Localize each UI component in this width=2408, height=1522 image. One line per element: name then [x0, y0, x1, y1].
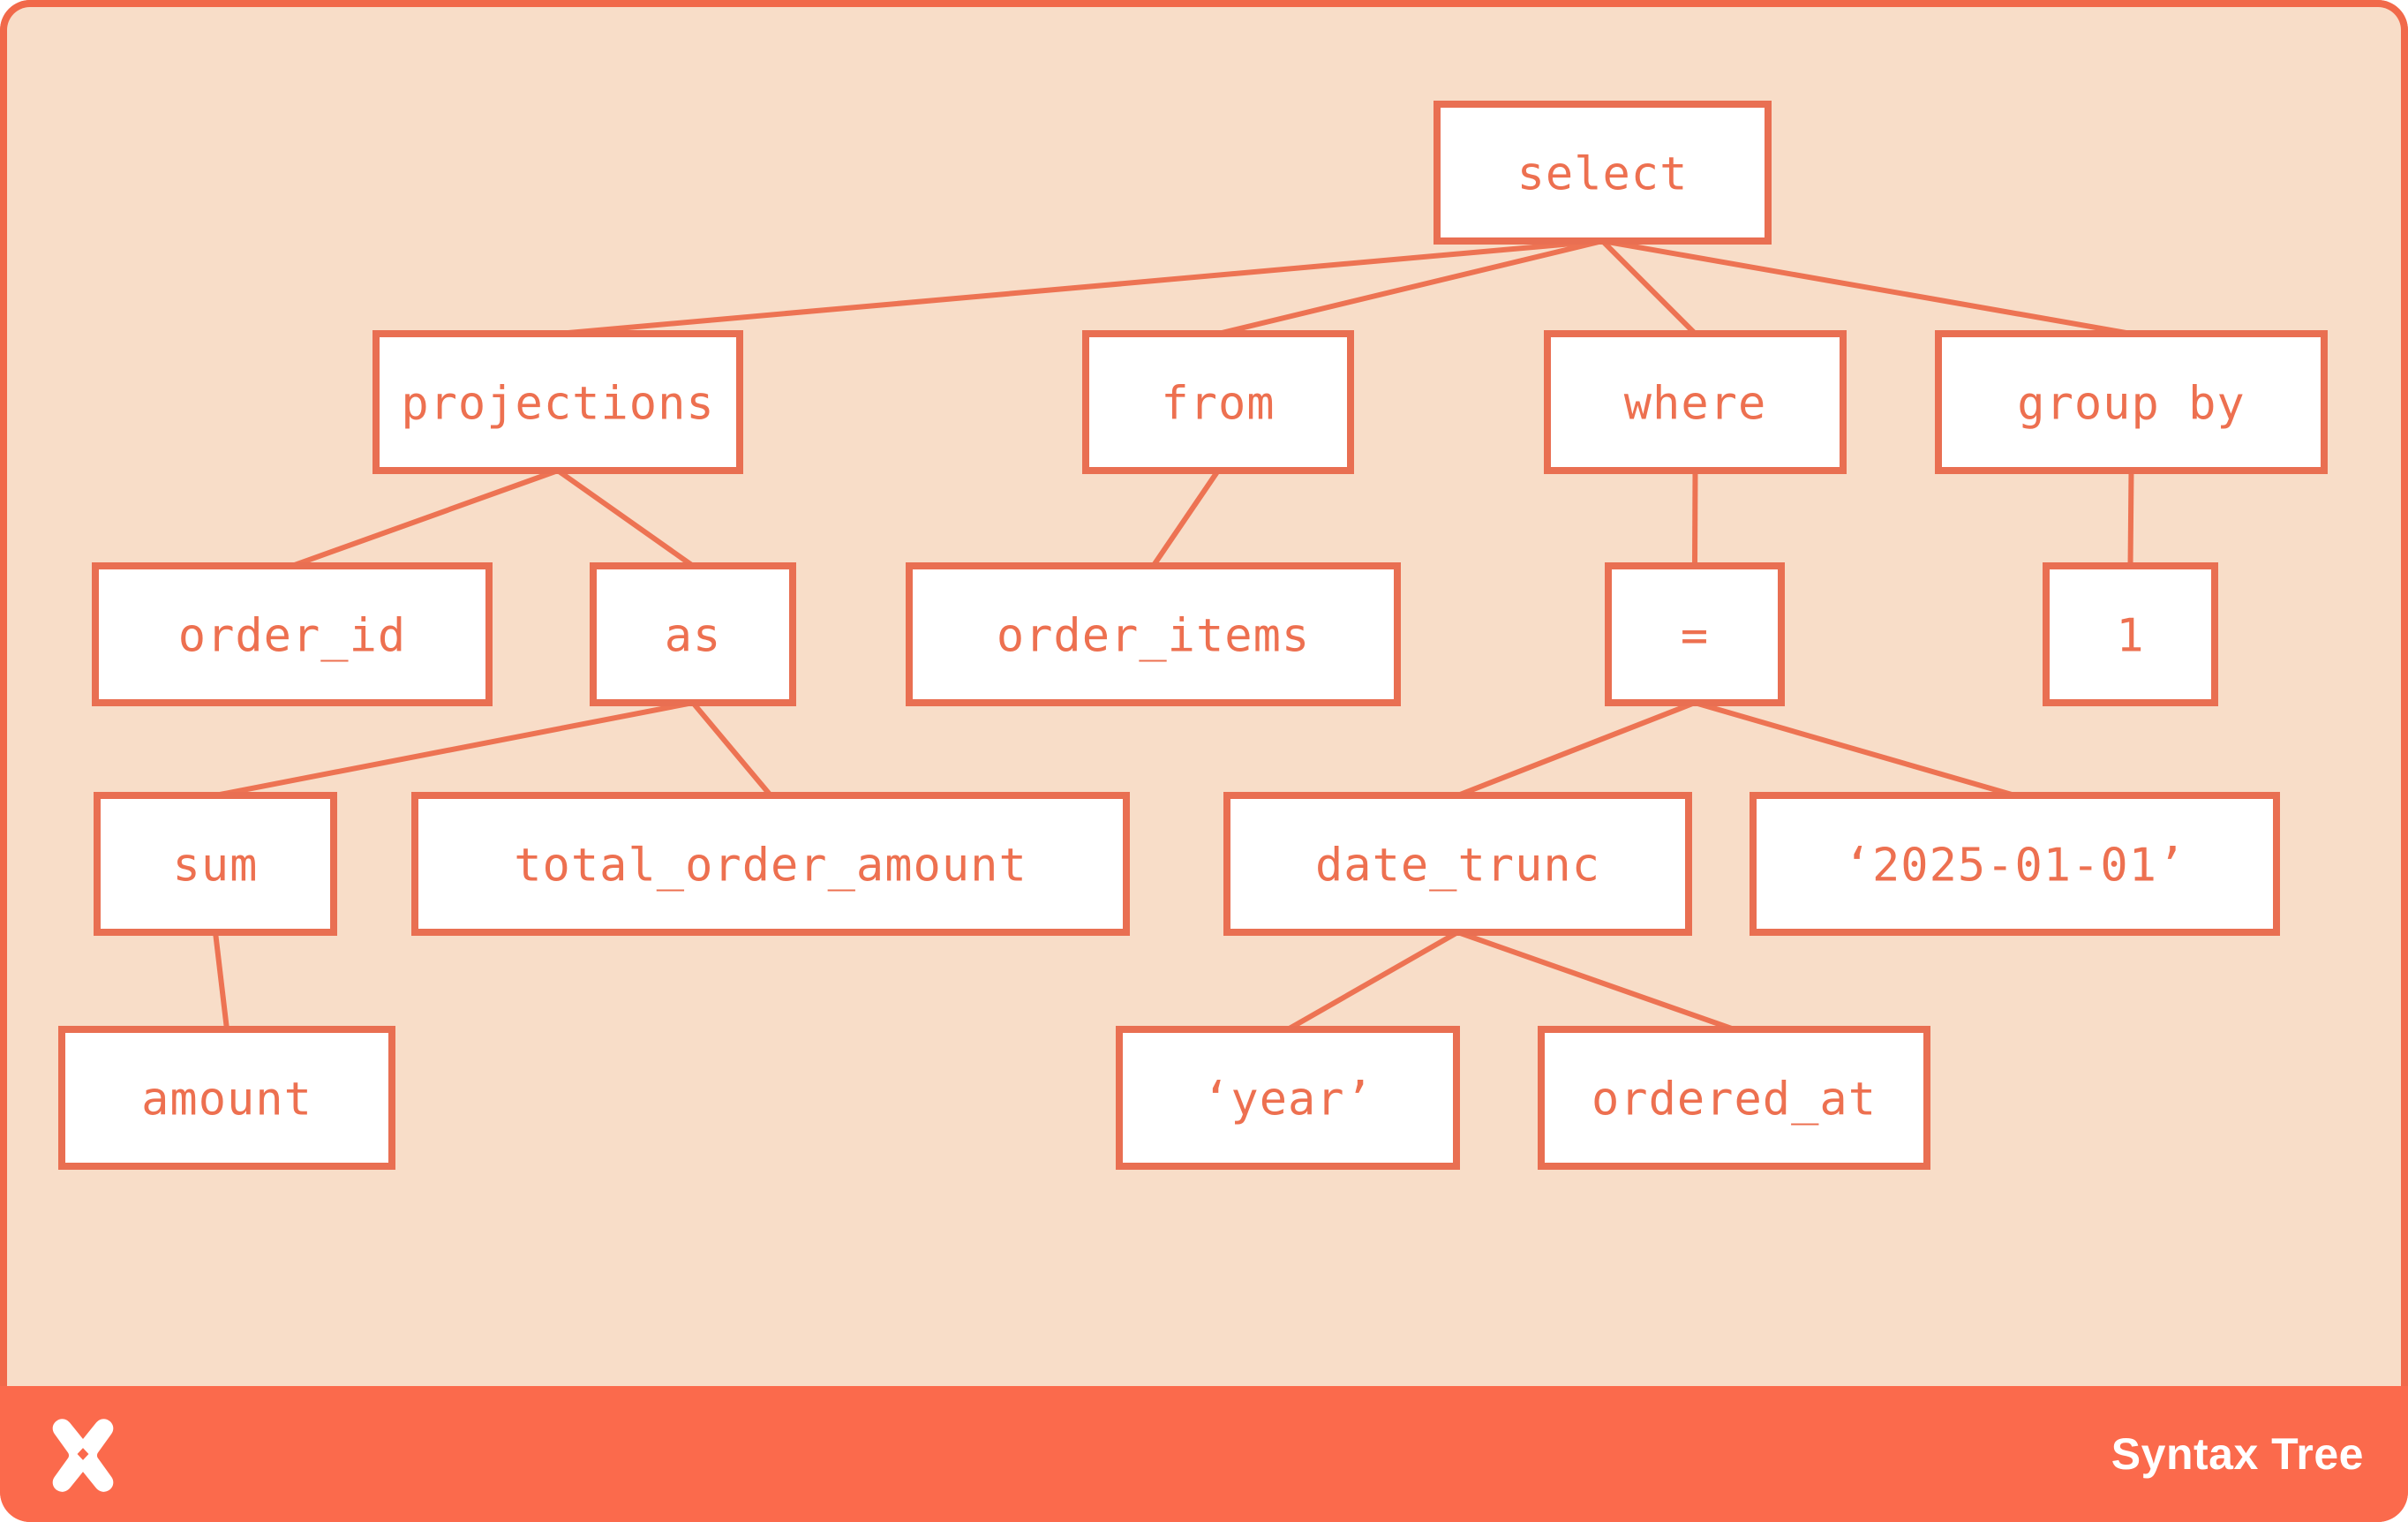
tree-node-label: ‘year’ [1202, 1074, 1373, 1126]
tree-node-label: sum [173, 840, 259, 893]
tree-node-label: group by [2017, 378, 2245, 431]
tree-node-order-items[interactable]: order_items [906, 562, 1401, 706]
tree-node-label: 1 [2116, 610, 2144, 663]
tree-node-box [1605, 562, 1785, 706]
tree-node-box [590, 562, 796, 706]
tree-node-label: ‘2025-01-01’ [1844, 840, 2186, 893]
tree-edge-eq-to-date-literal [1694, 700, 2016, 798]
tree-node-box [58, 1026, 395, 1170]
tree-edge-as-to-total-order-amount [690, 701, 773, 797]
edges-layer [213, 238, 2134, 1032]
nodes-layer: select projections from where group by order_… [58, 101, 2328, 1170]
tree-node-label: order_items [997, 610, 1310, 663]
tree-node-from[interactable]: from [1082, 330, 1354, 474]
tree-edge-date-trunc-to-ordered-at [1456, 930, 1735, 1032]
tree-node-projections[interactable]: projections [372, 330, 743, 474]
tree-edge-eq-to-date-trunc [1456, 700, 1697, 798]
tree-node-box [1544, 330, 1847, 474]
tree-edge-as-to-sum [214, 700, 694, 798]
tree-node-as[interactable]: as [590, 562, 796, 706]
tree-edge-date-trunc-to-year-literal [1286, 930, 1459, 1032]
tree-node-box [411, 792, 1130, 936]
tree-node-box [1750, 792, 2280, 936]
x-mark-logo-icon [52, 1419, 114, 1492]
tree-edge-projections-to-as [556, 468, 695, 569]
tree-node-label: ordered_at [1592, 1074, 1877, 1126]
tree-node-box [1538, 1026, 1930, 1170]
tree-node-amount[interactable]: amount [58, 1026, 395, 1170]
tree-edge-projections-to-order-id [290, 468, 560, 569]
tree-node-label: where [1624, 378, 1767, 431]
tree-node-order-id[interactable]: order_id [92, 562, 493, 706]
tree-node-box [906, 562, 1401, 706]
tree-node-box [1223, 792, 1692, 936]
tree-edge-sum-to-amount [213, 931, 230, 1030]
tree-node-eq[interactable]: = [1605, 562, 1785, 706]
tree-node-box [1434, 101, 1772, 245]
tree-node-box [1082, 330, 1354, 474]
tree-node-box [372, 330, 743, 474]
tree-node-sum[interactable]: sum [94, 792, 337, 936]
tree-node-ordered-at[interactable]: ordered_at [1538, 1026, 1930, 1170]
tree-node-label: amount [141, 1074, 312, 1126]
tree-node-label: as [665, 610, 722, 663]
tree-node-select[interactable]: select [1434, 101, 1772, 245]
tree-node-label: date_trunc [1315, 840, 1600, 893]
tree-node-box [1935, 330, 2328, 474]
tree-node-date-literal[interactable]: ‘2025-01-01’ [1750, 792, 2280, 936]
tree-edge-select-to-from [1217, 238, 1604, 336]
tree-node-one[interactable]: 1 [2043, 562, 2218, 706]
tree-node-group-by[interactable]: group by [1935, 330, 2328, 474]
tree-node-box [92, 562, 493, 706]
tree-edge-group-by-to-one [2127, 470, 2134, 567]
tree-node-box [1116, 1026, 1460, 1170]
tree-edge-from-to-order-items [1151, 469, 1221, 568]
tree-node-where[interactable]: where [1544, 330, 1847, 474]
tree-node-label: = [1681, 610, 1709, 663]
syntax-tree-svg: select projections from where group by order_… [58, 101, 2328, 1170]
tree-node-year-literal[interactable]: ‘year’ [1116, 1026, 1460, 1170]
tree-edge-select-to-group-by [1601, 238, 2133, 336]
tree-node-label: order_id [178, 610, 406, 663]
tree-node-label: total_order_amount [514, 840, 1027, 893]
tree-node-label: projections [401, 378, 714, 431]
tree-node-label: select [1517, 148, 1689, 201]
tree-node-box [2043, 562, 2218, 706]
diagram-canvas: select projections from where group by order_… [0, 0, 2408, 1386]
tree-node-total-order-amount[interactable]: total_order_amount [411, 792, 1130, 936]
tree-edge-select-to-projections [557, 238, 1603, 336]
tree-node-label: from [1161, 378, 1275, 431]
tree-node-date-trunc[interactable]: date_trunc [1223, 792, 1692, 936]
tree-edge-select-to-where [1600, 238, 1697, 336]
tree-edge-where-to-eq [1692, 470, 1698, 567]
footer-title: Syntax Tree [2111, 1429, 2364, 1479]
tree-node-box [94, 792, 337, 936]
footer-bar: Syntax Tree [0, 1386, 2408, 1522]
